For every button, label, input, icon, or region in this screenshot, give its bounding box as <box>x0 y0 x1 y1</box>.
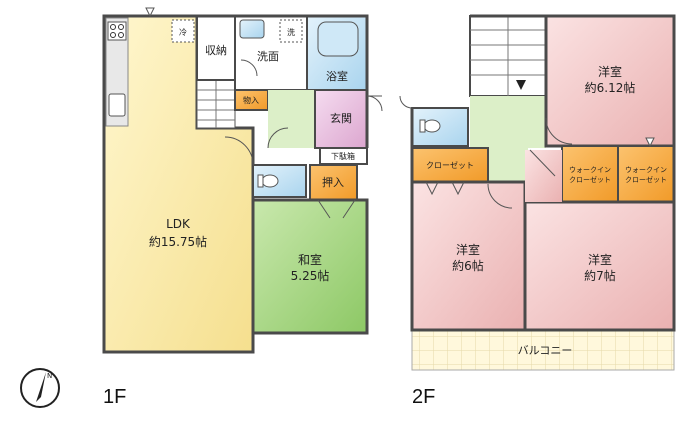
washer-label: 洗 <box>287 27 295 37</box>
oshiire-label: 押入 <box>322 175 344 189</box>
walkin-closet-2 <box>617 145 675 203</box>
genkan-label: 玄関 <box>330 111 352 125</box>
yoshitsu-c-name: 洋室 <box>588 252 612 267</box>
second-floor <box>399 14 676 371</box>
ldk-size: 約15.75帖 <box>149 234 207 249</box>
hallway-2f <box>470 96 546 148</box>
getabako-label: 下駄箱 <box>331 151 355 161</box>
fridge-space <box>171 19 195 43</box>
yoshitsu-a-name: 洋室 <box>598 64 622 79</box>
compass-north-label: N <box>47 372 52 380</box>
washitsu-name: 和室 <box>298 252 322 267</box>
washroom-label: 洗面 <box>257 50 279 63</box>
walkin-1-line2: クローゼット <box>569 175 611 184</box>
yoshitsu-b-size: 約6帖 <box>452 258 484 273</box>
storage-label: 収納 <box>205 44 227 57</box>
floor-label-2f: 2F <box>412 386 435 408</box>
balcony <box>411 329 675 371</box>
yoshitsu-7 <box>523 200 676 332</box>
washitsu-size: 5.25帖 <box>291 268 330 283</box>
door-swing <box>224 136 254 166</box>
sink-icon <box>108 93 126 117</box>
fridge-label: 冷 <box>179 27 187 37</box>
toilet-icon <box>261 174 279 188</box>
washer-space <box>279 19 303 43</box>
genkan <box>314 89 368 149</box>
washitsu-room <box>251 198 369 335</box>
oshiire-closet <box>309 164 358 201</box>
ldk-name: LDK <box>166 217 191 231</box>
stove-icon <box>107 21 127 41</box>
compass-icon <box>20 368 60 408</box>
floor-label-1f: 1F <box>103 386 126 408</box>
walkin-closet-1 <box>561 145 619 203</box>
balcony-label: バルコニー <box>518 344 573 357</box>
hallway-1f <box>268 90 315 148</box>
walkin-2-line2: クローゼット <box>625 175 667 184</box>
stairs-arrow-icon <box>516 80 526 90</box>
yoshitsu-b-name: 洋室 <box>456 242 480 257</box>
bathroom-label: 浴室 <box>326 69 348 83</box>
toilet-icon-2f <box>423 119 441 133</box>
walkin-2-line1: ウォークイン <box>625 166 667 174</box>
bathtub-icon <box>317 21 359 57</box>
washbasin-icon <box>239 19 265 39</box>
first-floor <box>102 7 383 354</box>
yoshitsu-c-size: 約7帖 <box>584 268 616 283</box>
closet-label: クローゼット <box>426 160 474 170</box>
monoire-label: 物入 <box>243 95 259 105</box>
yoshitsu-a-size: 約6.12帖 <box>585 80 636 95</box>
walkin-1-line1: ウォークイン <box>569 166 611 174</box>
